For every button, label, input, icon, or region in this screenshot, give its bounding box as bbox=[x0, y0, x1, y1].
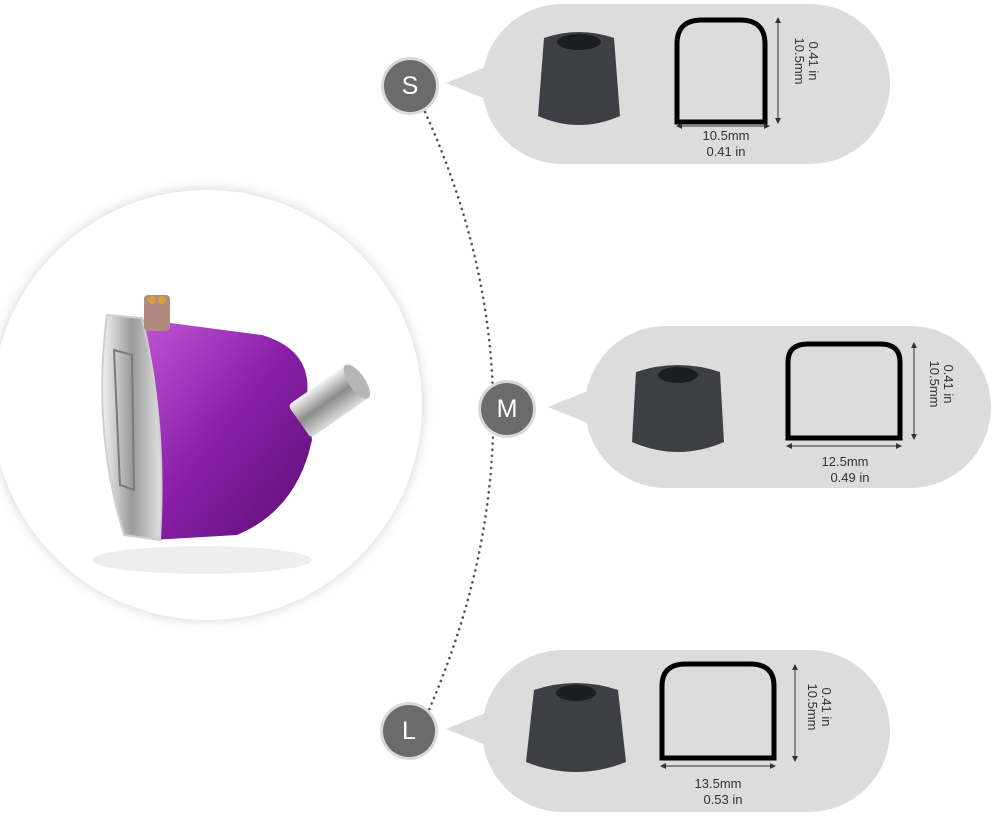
size-s-dimension-diagram bbox=[674, 17, 781, 129]
size-l-height-in: 0.41 in bbox=[819, 687, 834, 727]
size-l-width-in: 0.53 in bbox=[703, 792, 743, 807]
earphone-illustration bbox=[92, 295, 371, 574]
size-m-eartip-icon bbox=[632, 365, 724, 452]
size-l-badge: L bbox=[383, 705, 435, 757]
size-l-dimension-diagram bbox=[659, 661, 798, 769]
size-s-eartip-icon bbox=[538, 32, 620, 125]
size-m-bubble-pointer bbox=[548, 390, 590, 424]
size-s-height-mm: 10.5mm bbox=[792, 37, 807, 85]
size-m-width-in: 0.49 in bbox=[830, 470, 870, 485]
size-l-eartip-icon bbox=[526, 683, 626, 772]
size-m-badge: M bbox=[481, 383, 533, 435]
size-m-dimension-diagram bbox=[785, 341, 917, 449]
size-m-height-mm: 10.5mm bbox=[927, 360, 942, 408]
size-s-bubble-pointer bbox=[446, 66, 488, 100]
size-l-height-mm: 10.5mm bbox=[805, 683, 820, 731]
size-m-width-mm: 12.5mm bbox=[821, 454, 869, 469]
size-s-width-in: 0.41 in bbox=[706, 144, 746, 159]
size-s-height-in: 0.41 in bbox=[806, 41, 821, 81]
size-m-height-in: 0.41 in bbox=[941, 364, 956, 404]
size-l-bubble-pointer bbox=[446, 712, 488, 746]
size-s-width-mm: 10.5mm bbox=[702, 128, 750, 143]
size-s-badge: S bbox=[384, 60, 436, 112]
size-l-width-mm: 13.5mm bbox=[694, 776, 742, 791]
earphone-image-circle bbox=[0, 190, 422, 620]
